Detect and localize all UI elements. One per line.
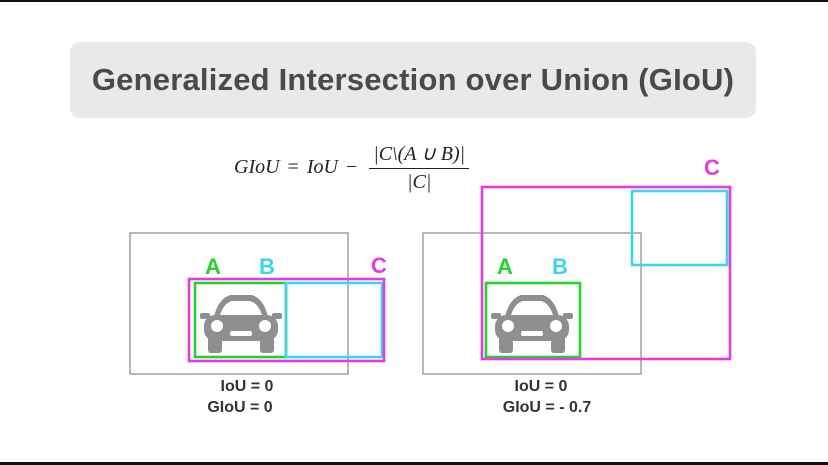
giou-value-2: GIoU = - 0.7 bbox=[502, 399, 592, 416]
box-a-1 bbox=[193, 281, 288, 359]
box-b-label-2: B bbox=[552, 254, 568, 279]
box-b-2 bbox=[630, 189, 729, 267]
box-b-label-1: B bbox=[259, 254, 275, 279]
formula-lhs: GIoU bbox=[234, 155, 280, 178]
box-c-label-1: C bbox=[371, 253, 387, 278]
iou-value-1: IoU = 0 bbox=[220, 378, 274, 395]
car-icon-1 bbox=[200, 295, 282, 353]
box-c-2 bbox=[480, 185, 732, 361]
top-border bbox=[0, 0, 828, 2]
formula-fraction: |C\(A ∪ B)| |C| bbox=[369, 141, 470, 194]
bottom-border bbox=[0, 462, 828, 465]
car-icon-2 bbox=[491, 295, 573, 353]
formula-numerator: |C\(A ∪ B)| bbox=[369, 141, 470, 169]
giou-formula: GIoU = IoU − |C\(A ∪ B)| |C| bbox=[234, 140, 470, 194]
box-a-2 bbox=[484, 281, 582, 359]
formula-iou-term: IoU bbox=[306, 155, 338, 178]
formula-denominator: |C| bbox=[407, 170, 432, 193]
image-frame-2 bbox=[422, 232, 642, 375]
giou-value-1: GIoU = 0 bbox=[207, 399, 273, 416]
formula-equals: = bbox=[287, 155, 299, 178]
box-c-1 bbox=[187, 277, 386, 363]
box-c-label-2: C bbox=[704, 155, 720, 180]
box-a-label-1: A bbox=[205, 254, 221, 279]
image-frame-1 bbox=[129, 232, 349, 375]
box-b-1 bbox=[284, 281, 384, 359]
title-banner: Generalized Intersection over Union (GIo… bbox=[70, 42, 756, 118]
formula-minus: − bbox=[345, 155, 358, 178]
page-title: Generalized Intersection over Union (GIo… bbox=[91, 62, 735, 97]
box-a-label-2: A bbox=[497, 254, 513, 279]
iou-value-2: IoU = 0 bbox=[514, 378, 568, 395]
